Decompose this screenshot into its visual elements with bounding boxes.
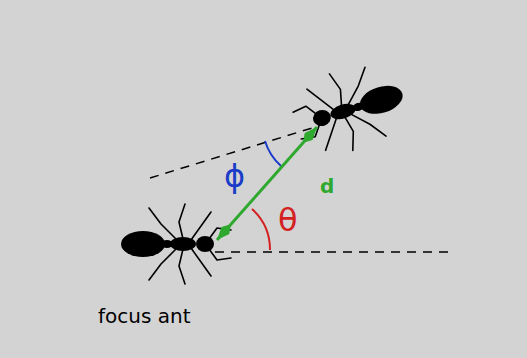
other-ant-figure	[285, 55, 414, 164]
angle-symbol: ϕ	[224, 160, 245, 192]
theta-arc	[252, 209, 270, 250]
distance-symbol: d	[320, 176, 334, 196]
ant-caption: focus ant	[98, 306, 191, 326]
distance-arrow	[217, 127, 317, 240]
phi-arc	[265, 141, 281, 166]
reference-dashed-line	[215, 251, 452, 253]
angle-symbol: θ	[278, 204, 298, 236]
focus-ant-figure	[121, 204, 231, 284]
